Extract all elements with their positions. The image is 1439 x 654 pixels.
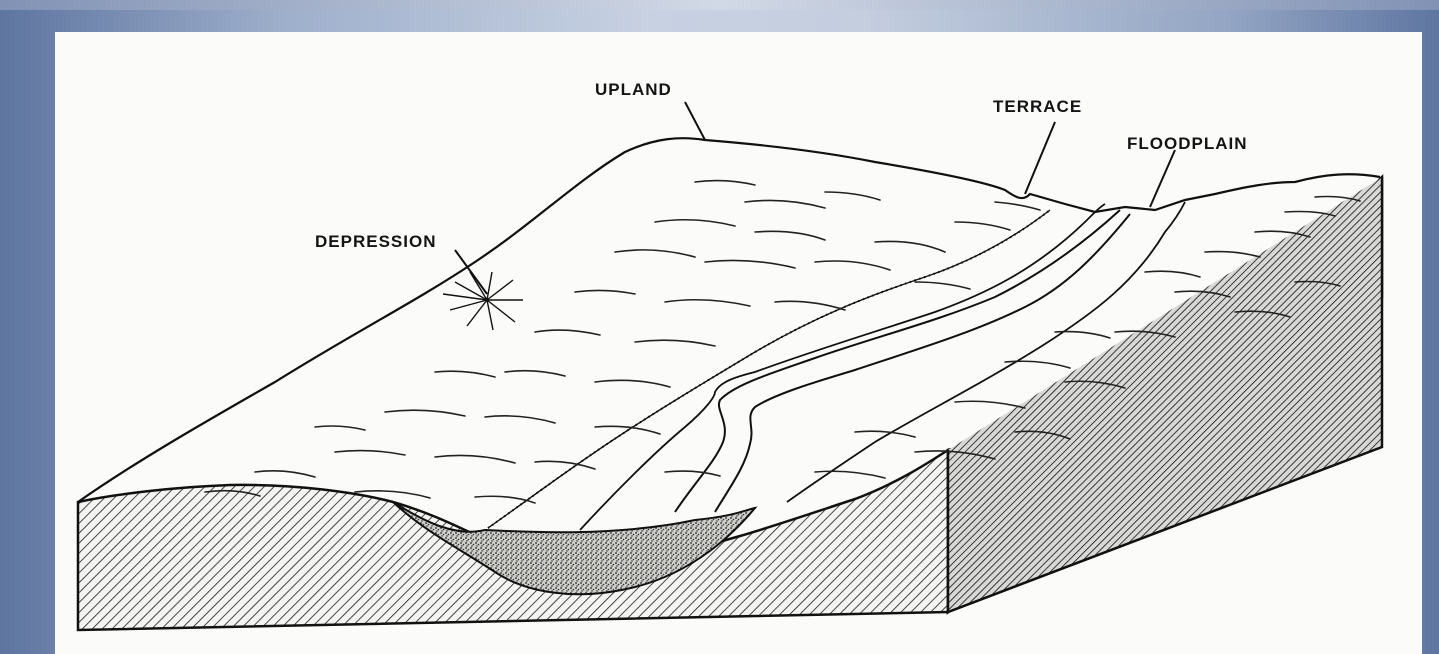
block-diagram-drawing xyxy=(55,32,1422,654)
leader-lines xyxy=(455,102,1175,294)
landform-block-diagram: UPLAND TERRACE FLOODPLAIN DEPRESSION xyxy=(55,32,1422,654)
label-upland: UPLAND xyxy=(595,80,672,100)
depression-marks xyxy=(443,272,523,330)
label-terrace: TERRACE xyxy=(993,97,1082,117)
label-floodplain: FLOODPLAIN xyxy=(1127,134,1248,154)
slide-top-band xyxy=(0,0,1439,10)
label-depression: DEPRESSION xyxy=(315,232,436,252)
